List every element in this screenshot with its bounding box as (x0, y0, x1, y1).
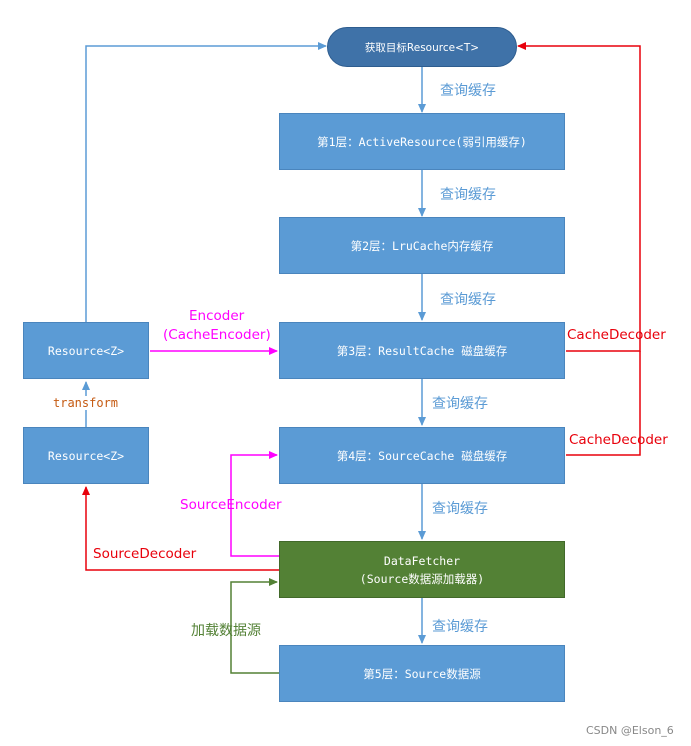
layer2-lru-cache-node: 第2层：LruCache内存缓存 (279, 217, 565, 274)
layer1-label: 第1层：ActiveResource(弱引用缓存) (317, 134, 527, 149)
load-source-label: 加载数据源 (191, 623, 261, 639)
layer4-label: 第4层：SourceCache 磁盘缓存 (336, 448, 508, 463)
layer3-result-cache-node: 第3层：ResultCache 磁盘缓存 (279, 322, 565, 379)
resource-bottom-label: Resource<Z> (47, 448, 125, 463)
query-label-1: 查询缓存 (440, 83, 496, 99)
arrow-source-encoder (230, 451, 280, 557)
cache-decoder-label-2: CacheDecoder (569, 432, 668, 448)
fetcher-label-line1: DataFetcher (383, 553, 461, 568)
cache-decoder-label-1: CacheDecoder (567, 327, 666, 343)
arrow-load-source (230, 578, 280, 674)
arrow-resource-to-target (85, 42, 327, 322)
layer4-source-cache-node: 第4层：SourceCache 磁盘缓存 (279, 427, 565, 484)
layer3-label: 第3层：ResultCache 磁盘缓存 (336, 343, 508, 358)
query-label-2: 查询缓存 (440, 187, 496, 203)
layer5-label: 第5层：Source数据源 (363, 666, 481, 681)
query-label-4: 查询缓存 (432, 396, 488, 412)
target-resource-node: 获取目标Resource<T> (327, 27, 517, 67)
arrow-cache-decoder-layer4 (566, 351, 641, 456)
query-label-5: 查询缓存 (432, 501, 488, 517)
query-label-6: 查询缓存 (432, 619, 488, 635)
watermark: CSDN @Elson_6 (586, 724, 674, 737)
arrow-source-decoder (82, 486, 280, 571)
resource-top-label: Resource<Z> (47, 343, 125, 358)
query-label-3: 查询缓存 (440, 292, 496, 308)
resource-bottom-node: Resource<Z> (23, 427, 149, 484)
layer1-active-resource-node: 第1层：ActiveResource(弱引用缓存) (279, 113, 565, 170)
layer5-source-node: 第5层：Source数据源 (279, 645, 565, 702)
encoder-label-line1: Encoder (189, 308, 245, 324)
encoder-label-line2: (CacheEncoder) (163, 327, 271, 343)
fetcher-label-line2: (Source数据源加载器) (359, 571, 485, 586)
data-fetcher-node: DataFetcher (Source数据源加载器) (279, 541, 565, 598)
layer2-label: 第2层：LruCache内存缓存 (350, 238, 494, 253)
arrow-cache-decoder-layer3 (517, 42, 641, 352)
transform-label: transform (52, 396, 120, 410)
source-decoder-label: SourceDecoder (93, 546, 197, 562)
source-encoder-label: SourceEncoder (180, 497, 282, 513)
target-resource-label: 获取目标Resource<T> (364, 41, 480, 54)
resource-top-node: Resource<Z> (23, 322, 149, 379)
